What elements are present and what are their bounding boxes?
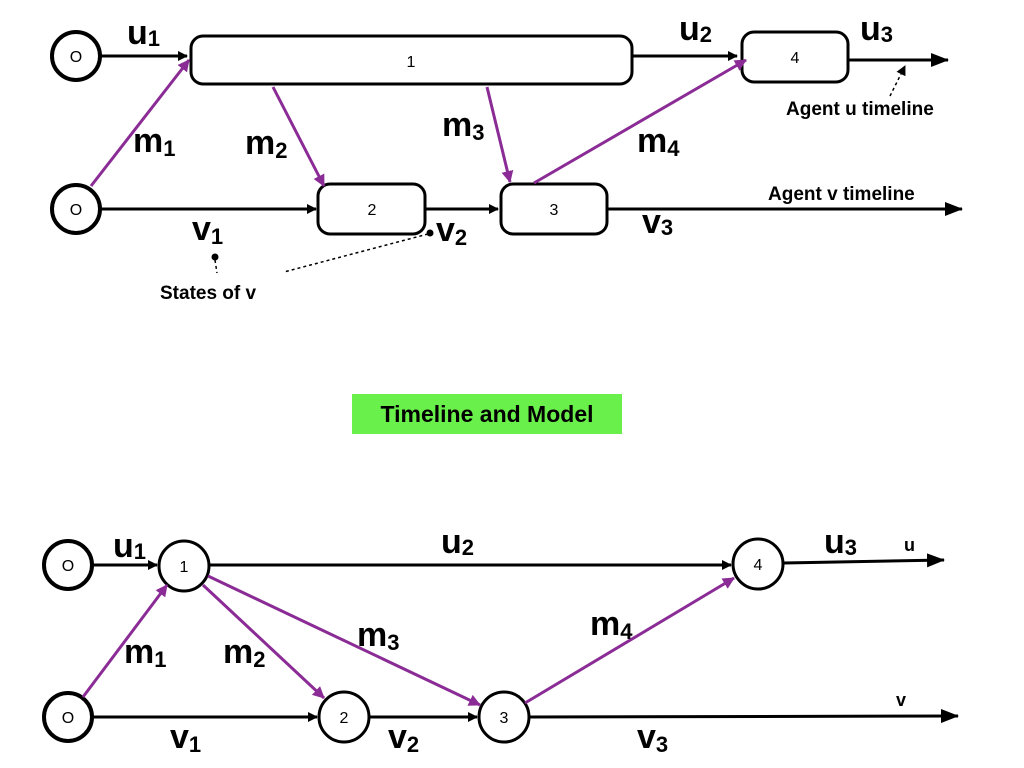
svg-text:O: O xyxy=(62,558,74,575)
top-label-m1: m1 xyxy=(133,122,175,161)
bottom-label-v3: v3 xyxy=(637,718,668,757)
top-label-v1: v1 xyxy=(192,210,223,249)
bottom-message-m1 xyxy=(81,584,169,698)
top-label-u3: u3 xyxy=(860,10,893,48)
annotation-states-of-v: States of v xyxy=(160,283,257,304)
bottom-state-2: 2 xyxy=(317,690,371,744)
bottom-label-m1: m1 xyxy=(124,633,166,672)
bottom-label-u3: u3 xyxy=(824,523,857,561)
bottom-label-m3: m3 xyxy=(357,616,399,655)
bottom-timeline-u-label: u xyxy=(904,535,915,555)
annotation-agent-v: Agent v timeline xyxy=(768,184,915,205)
annotation-agent-u: Agent u timeline xyxy=(786,99,934,120)
bottom-label-u1: u1 xyxy=(113,527,146,565)
bottom-message-m2 xyxy=(201,583,326,700)
top-state-4: 4 xyxy=(740,30,850,84)
svg-text:4: 4 xyxy=(754,557,763,574)
svg-text:3: 3 xyxy=(500,710,509,727)
top-message-m4 xyxy=(533,58,747,185)
top-state-3: 3 xyxy=(499,182,609,236)
states-pointer-v1 xyxy=(214,259,218,274)
top-label-m4: m4 xyxy=(637,122,680,161)
svg-text:1: 1 xyxy=(180,559,189,576)
svg-text:1: 1 xyxy=(407,54,416,71)
bottom-message-m3 xyxy=(207,574,481,707)
bottom-timeline-v-label: v xyxy=(896,690,906,710)
top-label-m2: m2 xyxy=(245,124,287,163)
bottom-label-m2: m2 xyxy=(223,633,265,672)
top-label-m3: m3 xyxy=(442,106,484,145)
top-label-v2: v2 xyxy=(436,211,467,250)
top-label-u2: u2 xyxy=(679,10,712,48)
top-label-u1: u1 xyxy=(127,14,160,52)
bottom-state-4: 4 xyxy=(731,537,785,591)
title-banner: Timeline and Model xyxy=(352,394,622,434)
top-origin-v: O xyxy=(50,183,102,235)
svg-text:2: 2 xyxy=(340,710,349,727)
svg-text:O: O xyxy=(70,49,82,66)
top-message-m3 xyxy=(485,86,514,183)
bottom-edge-v3 xyxy=(528,709,959,724)
top-origin-u: O xyxy=(50,30,102,82)
top-label-v3: v3 xyxy=(642,203,673,241)
bottom-label-v2: v2 xyxy=(388,718,419,757)
svg-text:3: 3 xyxy=(550,202,559,219)
top-message-m2 xyxy=(271,86,326,187)
svg-text:O: O xyxy=(70,202,82,219)
bottom-origin-v: O xyxy=(42,691,94,743)
title-text: Timeline and Model xyxy=(380,400,594,427)
svg-text:2: 2 xyxy=(368,202,377,219)
svg-text:O: O xyxy=(62,710,74,727)
states-pointer-dot-v2 xyxy=(426,229,434,237)
top-state-2: 2 xyxy=(316,182,427,236)
top-message-m1 xyxy=(89,59,191,187)
top-state-1: 1 xyxy=(189,34,634,86)
svg-text:4: 4 xyxy=(791,50,800,67)
annotation-agent-u-pointer xyxy=(889,65,906,97)
bottom-label-v1: v1 xyxy=(170,718,201,757)
bottom-state-1: 1 xyxy=(157,539,211,593)
states-pointer-v2 xyxy=(283,233,429,273)
bottom-message-m4 xyxy=(524,576,735,705)
bottom-edge-u3 xyxy=(783,553,945,568)
bottom-label-u2: u2 xyxy=(441,523,474,561)
bottom-origin-u: O xyxy=(42,539,94,591)
bottom-label-m4: m4 xyxy=(590,605,633,644)
states-pointer-dot-v1 xyxy=(211,253,219,261)
bottom-state-3: 3 xyxy=(477,690,531,744)
